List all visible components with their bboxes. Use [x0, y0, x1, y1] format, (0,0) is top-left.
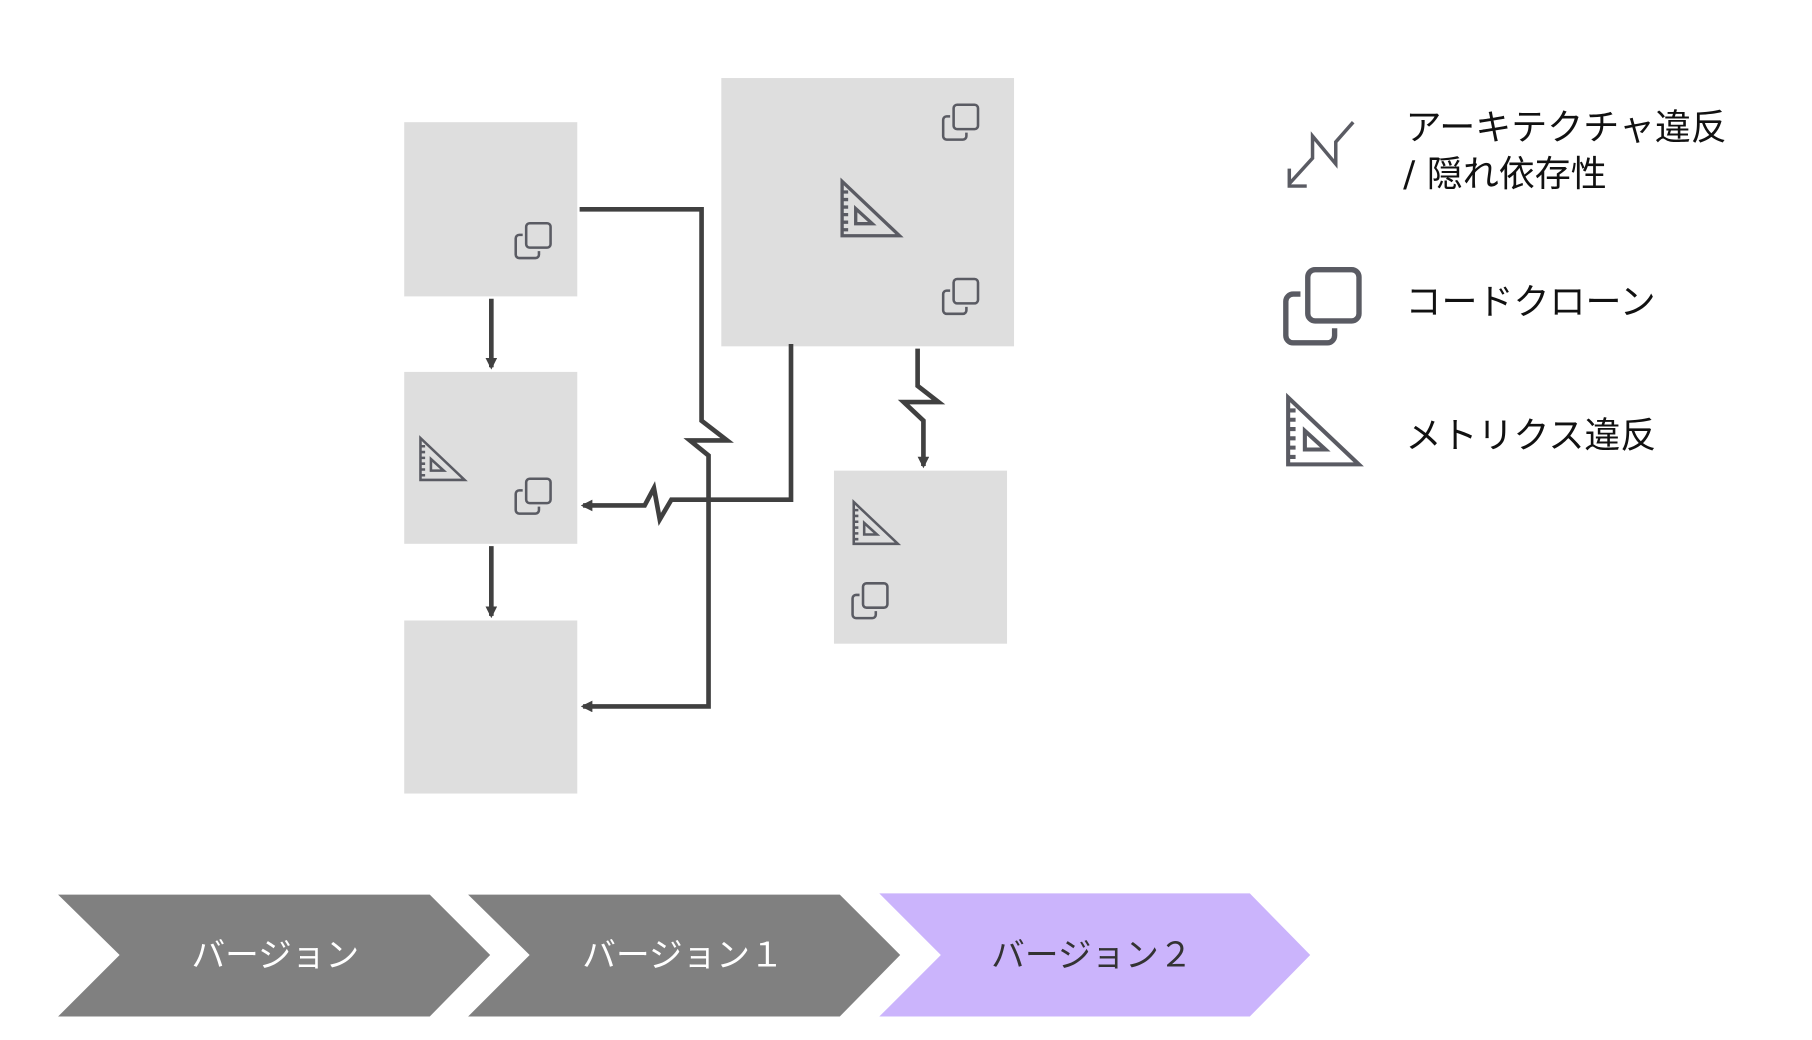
legend-metrics-violation: メトリクス違反	[1405, 415, 1656, 456]
metrics-violation-icon	[1288, 397, 1359, 464]
component-box-v0-middle	[404, 371, 578, 544]
version-chevron-0: バージョン	[58, 894, 491, 1017]
version-chevron-2: バージョン２	[879, 893, 1311, 1017]
legend-code-clone: コードクローン	[1405, 282, 1655, 323]
legend: アーキテクチャ違反 / 隠れ依存性 コードクローン メトリクス違反	[1286, 108, 1727, 465]
legend-hidden-dependency: / 隠れ依存性	[1403, 154, 1607, 195]
hidden-dependency-arrow	[897, 348, 946, 469]
version-label: バージョン	[191, 936, 359, 975]
architecture-violation-icon	[1287, 121, 1355, 188]
component-box-v0-top	[404, 122, 578, 297]
hidden-dependency-arrow	[579, 206, 734, 713]
component-box-v0-bottom	[404, 620, 578, 794]
code-clone-icon	[1286, 270, 1359, 343]
version-chevron-1: バージョン１	[468, 894, 901, 1017]
legend-architecture-violation: アーキテクチャ違反	[1405, 108, 1726, 149]
component-box-v1-large	[721, 78, 1015, 347]
version-label: バージョン１	[582, 936, 783, 975]
version-label: バージョン２	[991, 936, 1192, 975]
hidden-dependency-arrow	[580, 344, 794, 526]
component-box-v1-small	[833, 470, 1008, 644]
